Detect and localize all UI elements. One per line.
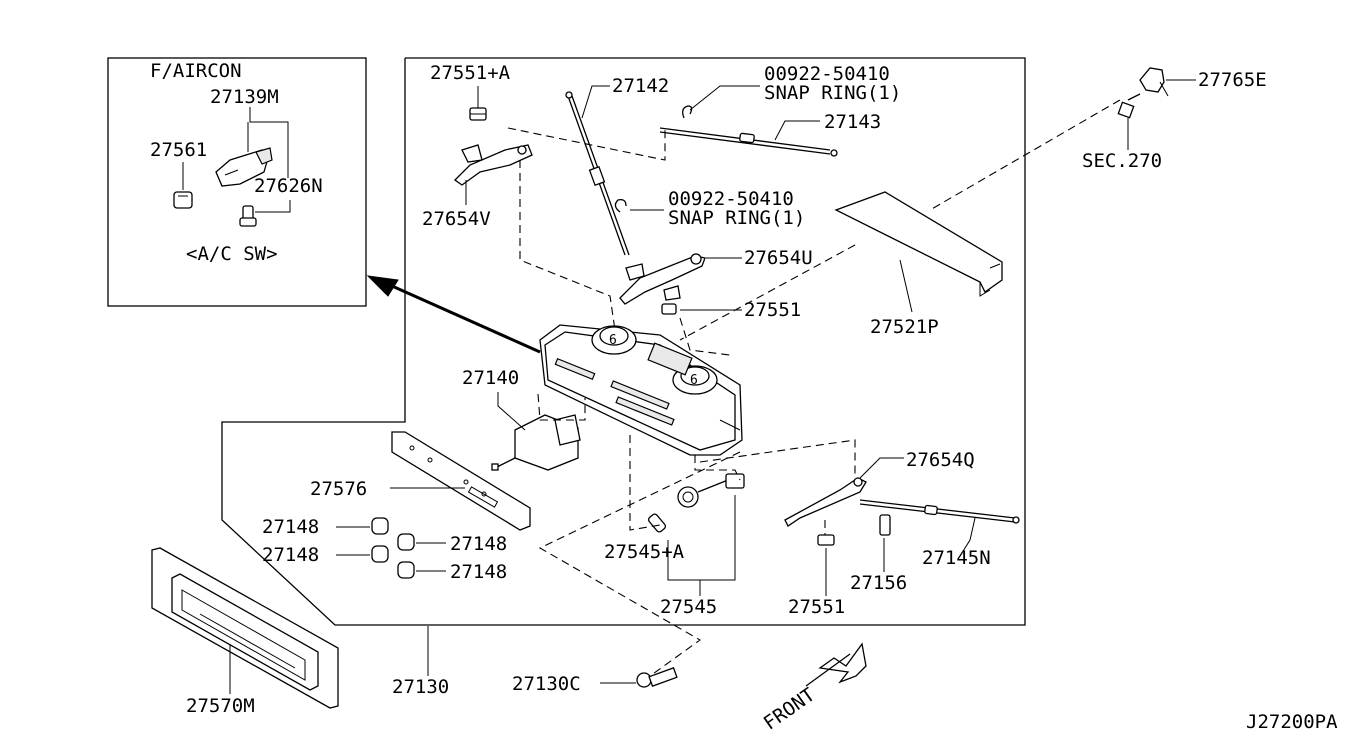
inset-label-27561[interactable]: 27561 bbox=[150, 139, 207, 161]
inset-aircon-switch: F/AIRCON 27139M 27561 27626N <A/C SW> bbox=[107, 57, 367, 307]
label-27551-lower[interactable]: 27551 bbox=[788, 596, 845, 618]
label-27654Q[interactable]: 27654Q bbox=[906, 449, 975, 471]
bulb-27545A-icon bbox=[647, 513, 667, 533]
inset-label-27626N[interactable]: 27626N bbox=[254, 175, 323, 197]
lever-27654Q-icon bbox=[784, 477, 867, 527]
label-27130[interactable]: 27130 bbox=[392, 676, 449, 698]
finisher-27570M-icon bbox=[151, 547, 339, 709]
cable-27143-icon bbox=[659, 127, 838, 157]
screw-sec270-icon bbox=[1117, 93, 1141, 119]
lever-27654U-icon bbox=[619, 253, 706, 305]
ac-switch-icon bbox=[215, 147, 273, 187]
label-27148-d[interactable]: 27148 bbox=[450, 561, 507, 583]
knob-mark-2: 6 bbox=[690, 373, 698, 388]
label-snap2-name: SNAP RING(1) bbox=[668, 207, 805, 229]
relay-27140-icon bbox=[491, 414, 581, 471]
front-label: FRONT bbox=[760, 684, 819, 735]
label-27765E[interactable]: 27765E bbox=[1198, 69, 1267, 91]
main-group-outline bbox=[221, 57, 1026, 626]
clip-27551A-icon bbox=[469, 107, 487, 121]
label-snap1-part[interactable]: 00922-50410 bbox=[764, 63, 890, 85]
label-27576[interactable]: 27576 bbox=[310, 478, 367, 500]
front-arrow-icon bbox=[805, 642, 867, 687]
label-27521P[interactable]: 27521P bbox=[870, 316, 939, 338]
inset-title: F/AIRCON bbox=[150, 60, 242, 82]
label-sec270[interactable]: SEC.270 bbox=[1082, 150, 1162, 172]
label-27148-a[interactable]: 27148 bbox=[262, 516, 319, 538]
label-27570M[interactable]: 27570M bbox=[186, 695, 255, 717]
snap-ring-2-icon bbox=[614, 198, 627, 213]
label-27654V[interactable]: 27654V bbox=[422, 208, 491, 230]
label-27140[interactable]: 27140 bbox=[462, 367, 519, 389]
label-27130C[interactable]: 27130C bbox=[512, 673, 581, 695]
snap-ring-1-icon bbox=[682, 105, 693, 119]
lever-27654V-icon bbox=[453, 144, 533, 186]
clip-27765E-icon bbox=[1139, 67, 1169, 97]
inset-frame bbox=[107, 57, 367, 307]
knob-mark-1: 6 bbox=[609, 333, 617, 348]
label-snap1-name: SNAP RING(1) bbox=[764, 82, 901, 104]
cable-27145N-icon bbox=[859, 499, 1020, 524]
label-27545[interactable]: 27545 bbox=[660, 596, 717, 618]
cover-27521P-icon bbox=[834, 191, 1003, 297]
label-27145N[interactable]: 27145N bbox=[922, 547, 991, 569]
arrow-to-inset-icon bbox=[366, 275, 541, 354]
label-27143[interactable]: 27143 bbox=[824, 111, 881, 133]
heater-control-assembly-icon: 6 6 bbox=[539, 324, 743, 456]
label-27545A[interactable]: 27545+A bbox=[604, 541, 685, 563]
clip-27551-lower-icon bbox=[817, 534, 835, 546]
label-27551-upper[interactable]: 27551 bbox=[744, 299, 801, 321]
label-27148-b[interactable]: 27148 bbox=[450, 533, 507, 555]
label-27148-c[interactable]: 27148 bbox=[262, 544, 319, 566]
knob-cap-icon bbox=[173, 191, 193, 209]
inset-label-27139M[interactable]: 27139M bbox=[210, 86, 279, 108]
label-27156[interactable]: 27156 bbox=[850, 572, 907, 594]
knob-27148-a-icon bbox=[371, 517, 389, 535]
socket-27545-icon bbox=[677, 473, 745, 508]
drawing-code: J27200PA bbox=[1246, 711, 1338, 733]
panel-27576-icon bbox=[391, 431, 531, 531]
knob-27148-d-icon bbox=[397, 561, 415, 579]
knob-27148-b-icon bbox=[397, 533, 415, 551]
label-27551A[interactable]: 27551+A bbox=[430, 62, 511, 84]
screw-27130C-icon bbox=[636, 667, 678, 688]
clip-27551-upper-icon bbox=[661, 303, 677, 315]
label-27142[interactable]: 27142 bbox=[612, 75, 669, 97]
inset-caption: <A/C SW> bbox=[186, 243, 278, 265]
rod-27142-icon bbox=[565, 91, 630, 256]
bulb-icon bbox=[239, 205, 257, 227]
knob-27148-c-icon bbox=[371, 545, 389, 563]
pin-27156-icon bbox=[879, 514, 891, 536]
label-snap2-part[interactable]: 00922-50410 bbox=[668, 188, 794, 210]
label-27654U[interactable]: 27654U bbox=[744, 247, 813, 269]
